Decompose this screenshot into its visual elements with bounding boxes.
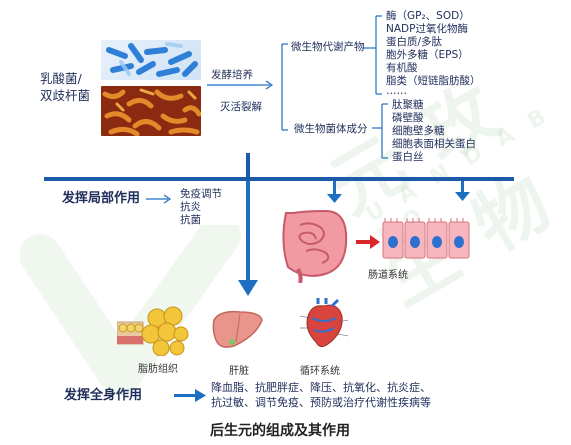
- metabolite-item: NADP过氧化物酶: [386, 23, 468, 35]
- local-effect-item: 免疫调节: [180, 188, 222, 200]
- metabolite-item: 有机酸: [386, 62, 418, 74]
- circulatory-caption: 循环系统: [300, 366, 340, 377]
- liver-image: [212, 310, 263, 348]
- local-effect-item: 抗炎: [180, 201, 201, 213]
- component-item: 细胞表面相关蛋白: [392, 138, 476, 150]
- diagram-title: 后生元的组成及其作用: [210, 423, 350, 439]
- metabolite-item: 酶（GP₂、SOD）: [386, 10, 470, 22]
- systemic-effects-line2: 抗过敏、调节免疫、预防或治疗代谢性疾病等: [211, 396, 431, 409]
- watermark-logo: [20, 225, 241, 395]
- local-effect-label: 发挥局部作用: [62, 191, 141, 206]
- component-item: 细胞壁多糖: [392, 125, 445, 137]
- metabolite-item: ……: [386, 85, 407, 97]
- cell-components-category: 微生物菌体成分: [294, 123, 368, 135]
- metabolite-item: 脂类（短链脂肪酸）: [386, 75, 481, 87]
- intestinal-epithelium-image: [382, 218, 470, 259]
- adipose-caption: 脂肪组织: [138, 364, 178, 375]
- circulatory-system-image: [299, 298, 349, 348]
- lactobacillus-image: [101, 40, 201, 80]
- bifidobacterium-image: [101, 86, 201, 136]
- metabolite-item: 蛋白质/多肽: [386, 36, 443, 48]
- bacteria-label-line2: 双歧杆菌: [40, 88, 91, 103]
- metabolite-item: 胞外多糖（EPS）: [386, 49, 469, 61]
- adipose-tissue-image: [117, 306, 189, 356]
- metabolites-category: 微生物代谢产物: [291, 41, 365, 53]
- fermentation-label: 发酵培养: [211, 69, 253, 81]
- component-item: 肽聚糖: [392, 99, 424, 111]
- component-item: 磷壁酸: [392, 112, 424, 124]
- component-item: 蛋白丝: [392, 151, 424, 163]
- liver-caption: 肝脏: [229, 366, 249, 377]
- intestine-image: [282, 209, 348, 283]
- local-effect-item: 抗菌: [180, 214, 201, 226]
- bacteria-label-line1: 乳酸菌/: [40, 71, 82, 86]
- inactivation-label: 灭活裂解: [220, 101, 262, 113]
- systemic-effect-label: 发挥全身作用: [64, 388, 143, 403]
- intestine-caption: 肠道系统: [368, 270, 408, 281]
- systemic-effects-line1: 降血脂、抗肥胖症、降压、抗氧化、抗炎症、: [211, 381, 431, 394]
